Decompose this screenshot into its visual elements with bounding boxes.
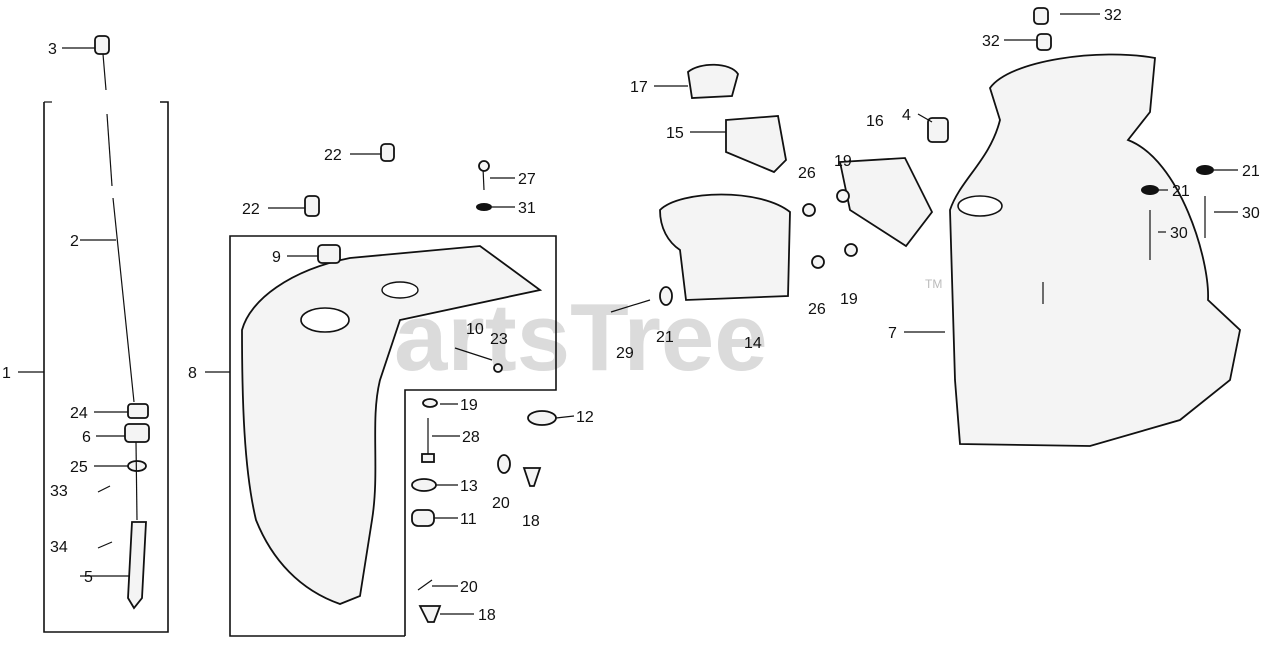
- callout-4: 4: [902, 107, 911, 124]
- callout-19-b: 19: [834, 153, 852, 170]
- shift-rod-assembly: [94, 35, 150, 610]
- upper-middle-parts: [610, 63, 949, 313]
- callout-18-b: 18: [478, 607, 496, 624]
- callout-14: 14: [744, 335, 762, 352]
- callout-16: 16: [866, 113, 884, 130]
- callout-23: 23: [490, 331, 508, 348]
- callout-19-a: 19: [460, 397, 478, 414]
- callout-9: 9: [272, 249, 281, 266]
- callout-17: 17: [630, 79, 648, 96]
- callout-19-c: 19: [840, 291, 858, 308]
- callout-30-b: 30: [1242, 205, 1260, 222]
- callout-22-a: 22: [324, 147, 342, 164]
- callout-30-a: 30: [1170, 225, 1188, 242]
- callout-28: 28: [462, 429, 480, 446]
- callout-29: 29: [616, 345, 634, 362]
- callout-24: 24: [70, 405, 88, 422]
- callout-18-a: 18: [522, 513, 540, 530]
- callout-5: 5: [84, 569, 93, 586]
- assembly-bracket-8: [229, 235, 557, 637]
- callout-21-a: 21: [656, 329, 674, 346]
- callout-21-b: 21: [1172, 183, 1190, 200]
- lower-case: [241, 244, 543, 605]
- assembly-bracket-1: [18, 101, 169, 633]
- callout-3: 3: [48, 41, 57, 58]
- callout-12: 12: [576, 409, 594, 426]
- callout-1: 1: [2, 365, 11, 382]
- callout-labels: 1 2 3 4 5 6 7 8 9 10 11 12 13 14 15 16 1…: [2, 7, 1260, 624]
- callout-22-b: 22: [242, 201, 260, 218]
- callout-2: 2: [70, 233, 79, 250]
- callout-34: 34: [50, 539, 68, 556]
- callout-20-b: 20: [460, 579, 478, 596]
- drive-shaft-housing: [949, 7, 1241, 447]
- small-parts-middle: [304, 143, 557, 623]
- callout-11: 11: [460, 511, 477, 528]
- watermark-tm: TM: [925, 277, 942, 291]
- callout-8: 8: [188, 365, 197, 382]
- callout-25: 25: [70, 459, 88, 476]
- callout-32-a: 32: [1104, 7, 1122, 24]
- callout-33: 33: [50, 483, 68, 500]
- callout-26-a: 26: [798, 165, 816, 182]
- callout-13: 13: [460, 478, 478, 495]
- callout-20-a: 20: [492, 495, 510, 512]
- callout-6: 6: [82, 429, 91, 446]
- leader-lines: [62, 13, 1238, 615]
- callout-31: 31: [518, 200, 536, 217]
- callout-15: 15: [666, 125, 684, 142]
- callout-21-c: 21: [1242, 163, 1260, 180]
- callout-26-b: 26: [808, 301, 826, 318]
- callout-27: 27: [518, 171, 536, 188]
- callout-7: 7: [888, 325, 897, 342]
- callout-10: 10: [466, 321, 484, 338]
- callout-32-b: 32: [982, 33, 1000, 50]
